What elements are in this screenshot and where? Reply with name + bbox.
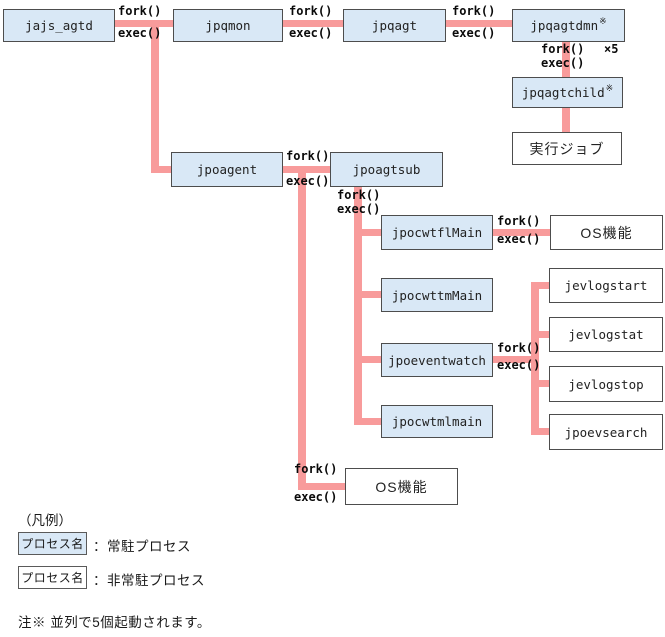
process-box-os-function-top: OS機能 — [550, 215, 663, 250]
connector-segment — [283, 20, 343, 27]
process-label: jpqagt — [371, 18, 418, 33]
process-box-jpoevsearch: jpoevsearch — [549, 414, 663, 450]
process-label: OS機能 — [375, 478, 428, 495]
legend-title: （凡例） — [18, 513, 72, 528]
process-box-jpocwtflMain: jpocwtflMain — [381, 215, 493, 250]
process-label: jpqmon — [205, 18, 251, 33]
fork-label: fork() — [294, 462, 338, 476]
footnote-mark: ※ — [599, 16, 607, 27]
process-label: jpoevsearch — [564, 424, 648, 440]
exec-label: exec() — [289, 26, 333, 40]
connector-segment — [298, 483, 345, 490]
connector-segment — [531, 282, 539, 435]
exec-label: exec() — [118, 26, 162, 40]
connector-segment — [539, 331, 549, 338]
legend-nonresident-desc: ：非常駐プロセス — [93, 573, 205, 588]
fork-label: fork() — [337, 188, 381, 202]
connector-segment — [354, 356, 381, 363]
legend-resident-desc: ：常駐プロセス — [93, 539, 191, 554]
process-label: jpoeventwatch — [388, 352, 486, 368]
process-box-jpoagtsub: jpoagtsub — [330, 152, 443, 187]
process-label: jpocwtmlmain — [391, 414, 483, 429]
process-box-jpocwttmMain: jpocwttmMain — [381, 278, 493, 312]
process-box-jajs_agtd: jajs_agtd — [3, 9, 115, 42]
process-box-jpoagent: jpoagent — [171, 152, 283, 187]
process-box-jpqagt: jpqagt — [343, 9, 446, 42]
process-box-exec-job: 実行ジョブ — [512, 132, 622, 165]
connector-segment — [562, 108, 570, 132]
process-label: jpoagent — [196, 162, 258, 177]
process-box-jevlogstat: jevlogstat — [549, 317, 663, 352]
exec-label: exec() — [497, 232, 541, 246]
process-label: jevlogstart — [564, 278, 648, 293]
connector-segment — [562, 42, 570, 77]
legend-nonresident-box-label: プロセス名 — [21, 571, 84, 585]
connector-segment — [354, 291, 381, 298]
connector-segment — [354, 187, 362, 425]
process-label: jevlogstat — [568, 327, 644, 342]
connector-segment — [115, 20, 173, 27]
connector-segment — [493, 356, 539, 363]
footnote-mark: ※ — [605, 83, 614, 94]
process-box-jpqagtchild: jpqagtchild※ — [512, 77, 623, 108]
exec-label: exec() — [337, 202, 381, 216]
process-label: jevlogstop — [568, 376, 644, 392]
process-box-jpqagtdmn: jpqagtdmn※ — [512, 9, 625, 42]
process-label: jpocwtflMain — [391, 225, 483, 240]
fork-label: fork() — [118, 4, 162, 18]
exec-label: exec() — [452, 26, 496, 40]
exec-label: exec() — [541, 56, 585, 70]
process-box-jpqmon: jpqmon — [173, 9, 283, 42]
connector-segment — [539, 380, 549, 387]
exec-label: exec() — [497, 358, 541, 372]
process-box-jpoeventwatch: jpoeventwatch — [381, 343, 493, 377]
fork-label: fork() — [289, 4, 333, 18]
fork-label: fork() — [497, 214, 541, 228]
connector-segment — [446, 20, 512, 27]
exec-label: exec() — [294, 490, 338, 504]
process-box-jevlogstart: jevlogstart — [549, 268, 663, 303]
legend-nonresident-sample-box: プロセス名 — [18, 566, 87, 589]
connector-segment — [539, 428, 549, 435]
connector-segment — [493, 229, 550, 236]
connector-segment — [151, 166, 171, 173]
connector-segment — [298, 166, 306, 490]
fork-label: fork() — [497, 341, 541, 355]
process-box-jpocwtmlmain: jpocwtmlmain — [381, 405, 493, 438]
connector-segment — [151, 20, 159, 173]
legend-resident-sample-box: プロセス名 — [18, 532, 87, 555]
process-label: jpocwttmMain — [391, 287, 483, 303]
connector-segment — [354, 418, 381, 425]
fork-label: fork() — [452, 4, 496, 18]
connector-segment — [539, 282, 549, 289]
connector-segment — [354, 229, 381, 236]
process-box-jevlogstop: jevlogstop — [549, 366, 663, 402]
connector-segment — [283, 166, 330, 173]
multiplier-label: ×5 — [604, 42, 619, 56]
process-box-os-function-bottom: OS機能 — [345, 468, 458, 505]
footnote: 注※ 並列で5個起動されます。 — [18, 615, 211, 630]
process-label: jajs_agtd — [25, 18, 93, 33]
process-label: jpoagtsub — [352, 162, 421, 177]
process-label: OS機能 — [580, 224, 633, 241]
process-label: jpqagtdmn — [530, 18, 599, 33]
process-label: jpqagtchild — [521, 85, 605, 100]
fork-label: fork() — [286, 149, 330, 163]
fork-label: fork() — [541, 42, 585, 56]
legend-resident-box-label: プロセス名 — [21, 537, 84, 551]
process-label: 実行ジョブ — [529, 140, 605, 157]
exec-label: exec() — [286, 174, 330, 188]
